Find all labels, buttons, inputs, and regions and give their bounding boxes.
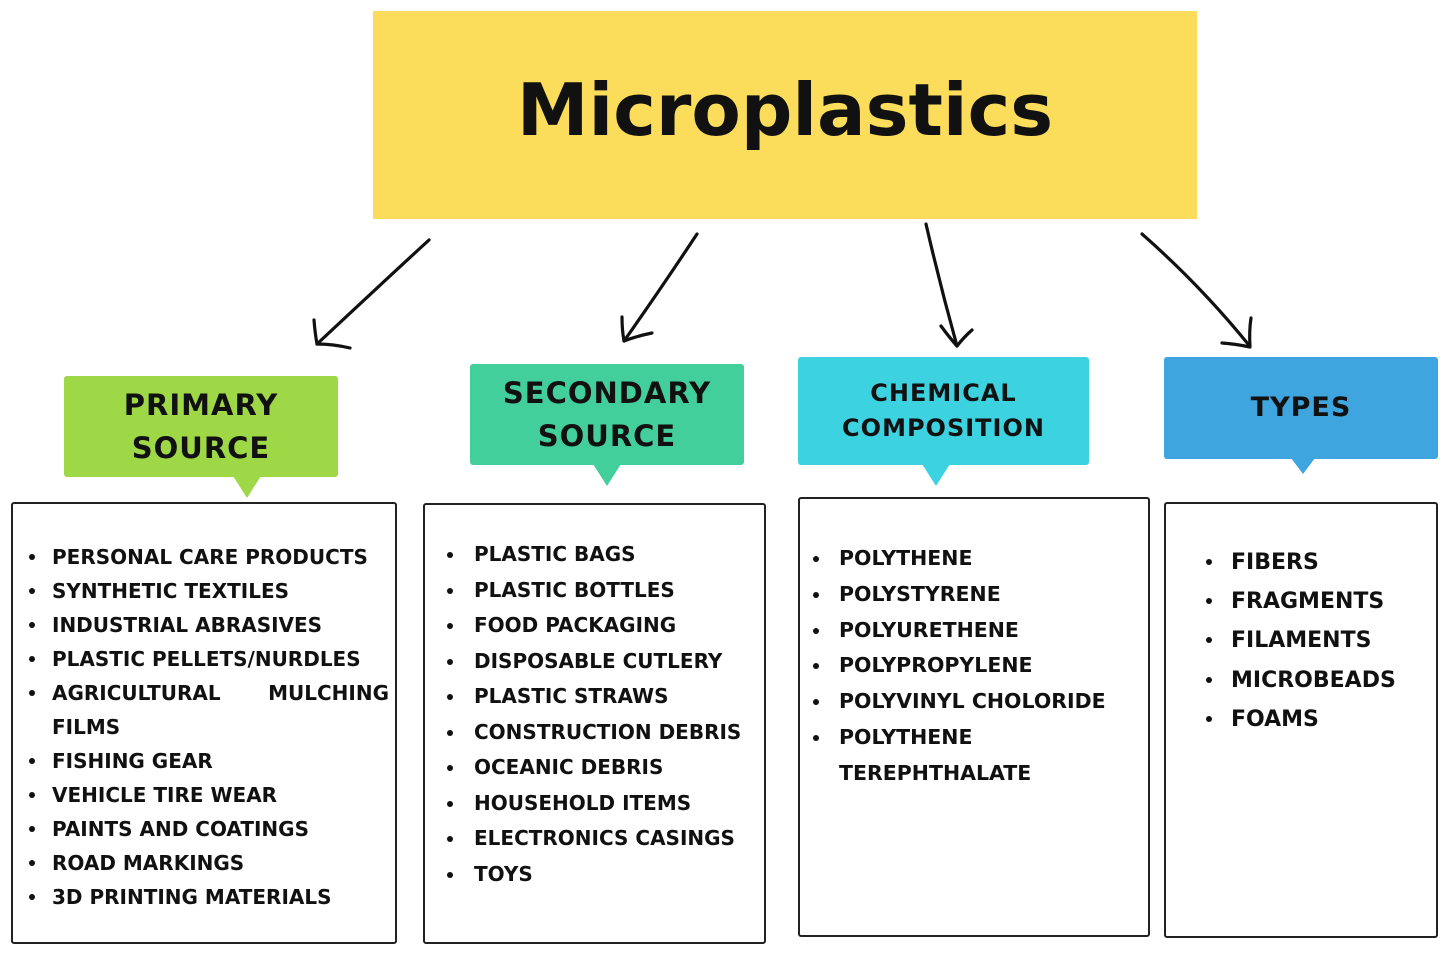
list-item: SYNTHETIC TEXTILES: [13, 574, 395, 608]
arrow-to-chemical: [924, 222, 974, 348]
types-heading-label: TYPES: [1250, 392, 1352, 423]
secondary-heading-pointer: [593, 464, 621, 486]
arrow-to-secondary: [620, 232, 699, 343]
wrapped-word: MULCHING: [268, 681, 389, 705]
list-item: PLASTIC PELLETS/NURDLES: [13, 642, 395, 676]
list-item: ROAD MARKINGS: [13, 846, 395, 880]
list-item: MICROBEADS: [1166, 661, 1436, 700]
primary-heading-line1: PRIMARY: [123, 387, 279, 422]
wrapped-line-1: AGRICULTURAL MULCHING: [52, 676, 389, 710]
list-item: POLYSTYRENE: [800, 577, 1148, 613]
list-item: DISPOSABLE CUTLERY: [425, 644, 764, 680]
list-item: VEHICLE TIRE WEAR: [13, 778, 395, 812]
arrow-to-types: [1140, 232, 1253, 349]
primary-heading-line2: SOURCE: [131, 430, 271, 465]
arrow-to-primary: [312, 238, 431, 350]
list-item: FISHING GEAR: [13, 744, 395, 778]
primary-source-list: PERSONAL CARE PRODUCTS SYNTHETIC TEXTILE…: [11, 502, 397, 944]
list-item: OCEANIC DEBRIS: [425, 750, 764, 786]
chemical-heading-pointer: [922, 464, 950, 486]
list-item: PAINTS AND COATINGS: [13, 812, 395, 846]
secondary-items: PLASTIC BAGS PLASTIC BOTTLES FOOD PACKAG…: [425, 537, 764, 892]
primary-heading-pointer: [233, 476, 261, 498]
list-item: INDUSTRIAL ABRASIVES: [13, 608, 395, 642]
list-item: HOUSEHOLD ITEMS: [425, 786, 764, 822]
list-item: FILAMENTS: [1166, 621, 1436, 660]
list-item: FRAGMENTS: [1166, 582, 1436, 621]
list-item: PERSONAL CARE PRODUCTS: [13, 540, 395, 574]
list-item: POLYTHENE TEREPHTHALATE: [800, 720, 1148, 792]
list-item: TOYS: [425, 857, 764, 893]
list-item: FIBERS: [1166, 543, 1436, 582]
primary-items: PERSONAL CARE PRODUCTS SYNTHETIC TEXTILE…: [13, 540, 395, 914]
list-item: PLASTIC BAGS: [425, 537, 764, 573]
title-box: Microplastics: [373, 11, 1197, 219]
primary-source-heading: PRIMARY SOURCE: [64, 376, 338, 498]
chemical-heading-line1: CHEMICAL: [870, 379, 1017, 407]
list-item: 3D PRINTING MATERIALS: [13, 880, 395, 914]
list-item: AGRICULTURAL MULCHING FILMS: [13, 676, 395, 744]
list-item: POLYPROPYLENE: [800, 648, 1148, 684]
list-item: FOOD PACKAGING: [425, 608, 764, 644]
wrapped-word: AGRICULTURAL: [52, 681, 221, 705]
types-heading: TYPES: [1164, 357, 1438, 474]
secondary-heading-line2: SOURCE: [537, 418, 677, 453]
list-item: CONSTRUCTION DEBRIS: [425, 715, 764, 751]
secondary-heading-line1: SECONDARY: [502, 375, 712, 410]
list-item: POLYTHENE: [800, 541, 1148, 577]
wrapped-line-2: TEREPHTHALATE: [839, 760, 1032, 785]
wrapped-line-1: POLYTHENE: [839, 724, 973, 749]
chemical-composition-list: POLYTHENE POLYSTYRENE POLYURETHENE POLYP…: [798, 497, 1150, 937]
types-items: FIBERS FRAGMENTS FILAMENTS MICROBEADS FO…: [1166, 543, 1436, 739]
list-item: FOAMS: [1166, 700, 1436, 739]
types-list: FIBERS FRAGMENTS FILAMENTS MICROBEADS FO…: [1164, 502, 1438, 938]
secondary-source-heading: SECONDARY SOURCE: [470, 364, 744, 486]
wrapped-line-2: FILMS: [52, 715, 121, 739]
list-item: PLASTIC BOTTLES: [425, 573, 764, 609]
list-item: PLASTIC STRAWS: [425, 679, 764, 715]
list-item: ELECTRONICS CASINGS: [425, 821, 764, 857]
chemical-composition-heading: CHEMICAL COMPOSITION: [798, 357, 1089, 486]
diagram-title: Microplastics: [516, 68, 1054, 152]
types-heading-pointer: [1291, 458, 1315, 474]
list-item: POLYURETHENE: [800, 613, 1148, 649]
chemical-heading-line2: COMPOSITION: [842, 414, 1045, 442]
list-item: POLYVINYL CHOLORIDE: [800, 684, 1148, 720]
chemical-items: POLYTHENE POLYSTYRENE POLYURETHENE POLYP…: [800, 541, 1148, 792]
secondary-source-list: PLASTIC BAGS PLASTIC BOTTLES FOOD PACKAG…: [423, 503, 766, 944]
